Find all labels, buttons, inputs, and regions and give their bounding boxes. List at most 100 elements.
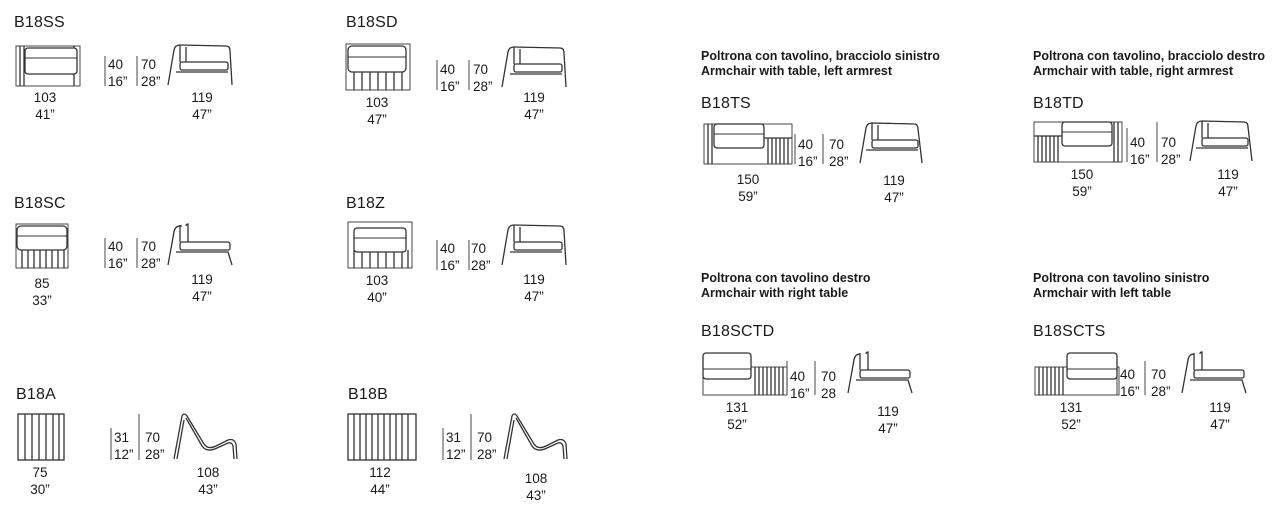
back-height-in: 28” xyxy=(471,258,491,273)
caption-english: Armchair with table, right armrest xyxy=(1033,64,1234,78)
plan-view-drawing xyxy=(1033,121,1123,163)
back-height-cm: 70 xyxy=(1151,367,1167,382)
back-height-in: 28” xyxy=(829,154,849,169)
back-height-in: 28” xyxy=(141,256,161,271)
height-dim-lines xyxy=(436,240,470,270)
seat-height-cm: 40 xyxy=(108,239,124,254)
height-dim-lines xyxy=(436,60,470,90)
width-in: 41” xyxy=(35,107,55,122)
seat-height-cm: 40 xyxy=(440,62,456,77)
plan-view-drawing xyxy=(17,413,65,461)
depth-cm: 119 xyxy=(1217,167,1239,182)
plan-view-drawing xyxy=(703,123,793,165)
height-dim-lines xyxy=(110,414,140,460)
width-cm: 103 xyxy=(33,90,57,105)
plan-view-drawing xyxy=(347,413,417,461)
depth-cm: 119 xyxy=(191,272,213,287)
height-dim-lines xyxy=(104,56,138,86)
depth-cm: 119 xyxy=(523,272,545,287)
width-cm: 103 xyxy=(365,273,389,288)
caption-italian: Poltrona con tavolino destro xyxy=(701,271,871,285)
caption-english: Armchair with table, left armrest xyxy=(701,64,893,78)
caption-italian: Poltrona con tavolino sinistro xyxy=(1033,271,1210,285)
depth-in: 47” xyxy=(878,421,898,436)
width-in: 40” xyxy=(367,290,387,305)
seat-height-in: 12” xyxy=(446,447,466,462)
product-code: B18SS xyxy=(14,14,65,31)
seat-height-in: 16” xyxy=(1130,152,1150,167)
caption-italian: Poltrona con tavolino, bracciolo destro xyxy=(1033,49,1265,63)
product-code: B18SC xyxy=(14,195,66,212)
width-in: 52” xyxy=(1061,417,1081,432)
seat-height-cm: 40 xyxy=(798,137,814,152)
side-view-drawing xyxy=(167,44,233,86)
seat-height-cm: 31 xyxy=(446,430,462,445)
back-height-in: 28” xyxy=(1161,152,1181,167)
depth-in: 47” xyxy=(1210,417,1230,432)
product-code: B18A xyxy=(16,386,56,403)
height-dim-lines xyxy=(442,414,472,460)
back-height-cm: 70 xyxy=(829,137,845,152)
product-code: B18SD xyxy=(346,14,398,31)
side-view-drawing xyxy=(1189,120,1253,162)
product-code: B18B xyxy=(348,386,388,403)
seat-height-cm: 40 xyxy=(1130,135,1146,150)
seat-height-in: 16” xyxy=(440,258,460,273)
seat-height-in: 12” xyxy=(114,447,134,462)
product-code: B18SCTD xyxy=(701,323,775,340)
seat-height-cm: 40 xyxy=(790,369,806,384)
seat-height-in: 16” xyxy=(1120,384,1140,399)
plan-view-drawing xyxy=(1034,352,1120,396)
back-height-in: 28 xyxy=(821,386,837,401)
back-height-cm: 70 xyxy=(141,57,157,72)
seat-height-in: 16” xyxy=(108,256,128,271)
seat-height-cm: 40 xyxy=(108,57,124,72)
side-view-drawing xyxy=(173,413,238,460)
width-cm: 75 xyxy=(32,465,48,480)
back-height-cm: 70 xyxy=(477,430,493,445)
width-in: 44” xyxy=(370,482,390,497)
width-in: 47” xyxy=(367,112,387,127)
depth-cm: 119 xyxy=(877,404,899,419)
width-in: 59” xyxy=(738,189,758,204)
width-cm: 85 xyxy=(34,276,50,291)
plan-view-drawing xyxy=(345,43,411,91)
depth-in: 43” xyxy=(198,482,218,497)
back-height-in: 28” xyxy=(145,447,165,462)
width-cm: 131 xyxy=(725,400,749,415)
plan-view-drawing xyxy=(15,45,81,87)
depth-in: 43” xyxy=(526,488,546,503)
plan-view-drawing xyxy=(15,223,69,269)
depth-cm: 108 xyxy=(524,471,548,486)
depth-in: 47” xyxy=(1218,184,1238,199)
seat-height-in: 16” xyxy=(108,74,128,89)
depth-in: 47” xyxy=(524,107,544,122)
side-view-drawing xyxy=(501,224,567,266)
height-dim-lines xyxy=(104,238,138,268)
height-dim-lines xyxy=(786,361,816,395)
back-height-in: 28” xyxy=(473,79,493,94)
height-dim-lines xyxy=(1116,361,1146,395)
depth-in: 47” xyxy=(192,107,212,122)
seat-height-in: 16” xyxy=(440,79,460,94)
width-cm: 131 xyxy=(1059,400,1083,415)
back-height-cm: 70 xyxy=(145,430,161,445)
side-view-drawing xyxy=(847,351,913,394)
caption-english: Armchair with left table xyxy=(1033,286,1172,300)
product-code: B18Z xyxy=(346,195,386,212)
depth-cm: 119 xyxy=(523,90,545,105)
product-code: B18SCTS xyxy=(1033,323,1106,340)
back-height-cm: 70 xyxy=(141,239,157,254)
caption-english: Armchair with right table xyxy=(701,286,849,300)
depth-cm: 108 xyxy=(196,465,220,480)
depth-in: 47” xyxy=(192,289,212,304)
depth-cm: 119 xyxy=(883,173,905,188)
plan-view-drawing xyxy=(347,221,413,269)
depth-in: 47” xyxy=(884,190,904,205)
side-view-drawing xyxy=(167,223,233,266)
seat-height-cm: 40 xyxy=(440,241,456,256)
height-dim-lines xyxy=(1126,122,1158,162)
back-height-in: 28” xyxy=(141,74,161,89)
width-cm: 103 xyxy=(365,95,389,110)
back-height-cm: 70 xyxy=(473,62,489,77)
